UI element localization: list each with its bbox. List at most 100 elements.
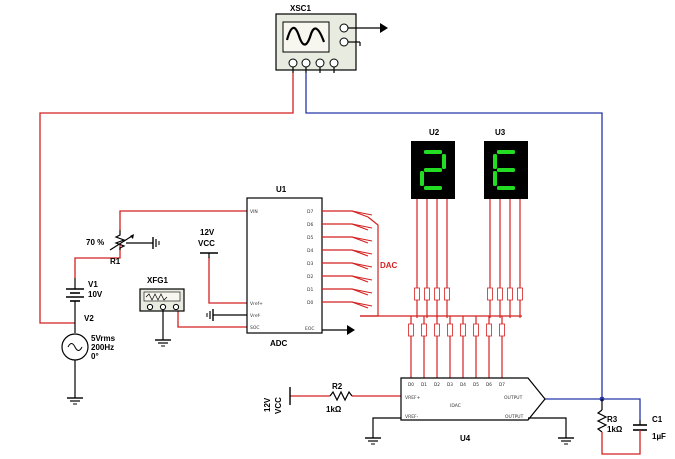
dac-pin-output-2: OUTPUT bbox=[505, 414, 524, 420]
v2-frequency-label: 200Hz bbox=[91, 343, 114, 352]
segment-f bbox=[493, 154, 497, 169]
ac-wave-icon bbox=[67, 343, 83, 351]
adc-u1[interactable]: U1 ADC VIN Vref+ Vref- SOC D7 D6 D5 D4 D… bbox=[246, 185, 355, 348]
bus-resistor-5 bbox=[473, 323, 479, 337]
vref-minus-ground bbox=[206, 309, 247, 321]
oscilloscope-xsc1[interactable]: XSC1 bbox=[275, 4, 357, 73]
vcc-source-adc: 12V VCC bbox=[198, 228, 218, 258]
bus-join-6 bbox=[351, 288, 373, 294]
segment-g bbox=[497, 168, 515, 172]
bus-join-2 bbox=[351, 236, 373, 242]
vcc2-value-label: 12V bbox=[263, 397, 272, 412]
scope-terminal-b[interactable] bbox=[315, 58, 325, 68]
bus-join-0 bbox=[351, 210, 373, 216]
dac-top-pin-1: D1 bbox=[421, 382, 427, 387]
adc-output-labels: D7 D6 D5 D4 D3 D2 D1 D0 EOC bbox=[305, 209, 315, 332]
u2-digit bbox=[420, 150, 446, 190]
dac-top-pin-7: D7 bbox=[499, 382, 505, 387]
dac-pin-output: OUTPUT bbox=[504, 395, 523, 401]
segment-a bbox=[424, 150, 442, 154]
bus-line-1 bbox=[322, 223, 369, 231]
r1-percent-label: 70 % bbox=[86, 238, 104, 247]
dac-center-label: IDAC bbox=[450, 403, 461, 409]
scope-terminal-b-minus[interactable] bbox=[329, 58, 339, 68]
resistor-r3[interactable]: R3 1kΩ bbox=[596, 399, 623, 434]
u3-digit-value: E bbox=[0, 0, 1, 1]
dac-net-label: DAC bbox=[380, 261, 398, 270]
vcc1-net-label: VCC bbox=[198, 239, 215, 248]
bus-join-7 bbox=[351, 301, 373, 307]
capacitor-c1[interactable]: C1 1µF bbox=[633, 415, 666, 441]
scope-terminal-ext[interactable] bbox=[339, 23, 349, 33]
v2-phase-label: 0° bbox=[91, 352, 99, 361]
resistor-r2[interactable]: R2 1kΩ bbox=[326, 382, 353, 414]
r1-ref-label: R1 bbox=[110, 257, 121, 266]
u2-ref-label: U2 bbox=[429, 128, 440, 137]
hex-display-u3[interactable]: U3 E bbox=[0, 0, 528, 199]
dc-source-v1[interactable]: V1 10V bbox=[66, 278, 103, 333]
xfg-terminal-minus[interactable] bbox=[146, 303, 154, 311]
bus-line-2 bbox=[322, 236, 369, 244]
segment-g bbox=[424, 168, 442, 172]
segment-a bbox=[497, 150, 515, 154]
adc-pin-d5: D5 bbox=[307, 235, 313, 241]
bus-join-3 bbox=[351, 249, 373, 255]
segment-d bbox=[497, 186, 515, 190]
c1-ref-label: C1 bbox=[652, 415, 663, 424]
blue-wires bbox=[305, 73, 641, 420]
vcc2-net-label: VCC bbox=[274, 397, 283, 414]
dac-top-pin-4: D4 bbox=[460, 382, 466, 387]
segment-b bbox=[442, 154, 446, 169]
dac-top-pin-6: D6 bbox=[486, 382, 492, 387]
display-resistor-2 bbox=[434, 287, 440, 301]
adc-pin-d0: D0 bbox=[307, 300, 313, 306]
bus-line-4 bbox=[322, 262, 369, 270]
bus-join-4 bbox=[351, 262, 373, 268]
ac-source-v2[interactable]: V2 5Vrms 200Hz 0° bbox=[61, 314, 116, 398]
adc-pin-vref-plus: Vref+ bbox=[250, 301, 263, 307]
waveform-icon bbox=[145, 293, 168, 301]
segment-e bbox=[493, 171, 497, 186]
red-wires bbox=[39, 73, 401, 397]
xfg-terminal-common[interactable] bbox=[159, 303, 167, 311]
adc-pin-vref-minus: Vref- bbox=[250, 313, 261, 319]
ground-v2 bbox=[67, 397, 83, 405]
vcc-source-dac: 12V VCC bbox=[263, 387, 291, 414]
v2-ref-label: V2 bbox=[84, 314, 94, 323]
scope-terminal-a-minus[interactable] bbox=[301, 58, 311, 68]
adc-pin-d7: D7 bbox=[307, 209, 313, 215]
dac-grounds bbox=[365, 417, 574, 445]
r2-ref-label: R2 bbox=[332, 382, 343, 391]
function-generator-xfg1[interactable]: XFG1 bbox=[139, 276, 185, 347]
rc-return-wire bbox=[601, 430, 641, 455]
scope-terminal-a[interactable] bbox=[288, 58, 298, 68]
u1-ref-label: U1 bbox=[276, 185, 287, 194]
adc-pin-eoc: EOC bbox=[305, 326, 315, 332]
bus-line-7 bbox=[322, 301, 369, 309]
bus-join-1 bbox=[351, 223, 373, 229]
hex-display-u2[interactable]: U2 2 bbox=[0, 0, 455, 199]
adc-input-labels: VIN Vref+ Vref- SOC bbox=[250, 209, 263, 331]
bus-line-6 bbox=[322, 288, 369, 296]
dac-top-pin-5: D5 bbox=[473, 382, 479, 387]
bus-resistor-3 bbox=[447, 323, 453, 337]
xfg-terminal-plus[interactable] bbox=[172, 303, 180, 311]
u3-digit bbox=[493, 150, 515, 190]
u4-ref-label: U4 bbox=[460, 434, 471, 443]
r3-ref-label: R3 bbox=[607, 415, 618, 424]
potentiometer-r1[interactable]: 70 % R1 bbox=[86, 230, 160, 266]
adc-pin-d3: D3 bbox=[307, 261, 313, 267]
scope-terminal-trig[interactable] bbox=[339, 37, 349, 47]
bus-resistor-4 bbox=[460, 323, 466, 337]
dac-top-pin-0: D0 bbox=[408, 382, 414, 387]
display-resistor-4 bbox=[487, 287, 493, 301]
sine-wave-icon bbox=[285, 26, 326, 46]
display-resistor-3 bbox=[444, 287, 450, 301]
dac-pin-vref-minus: VREF- bbox=[405, 414, 419, 420]
dac-top-pin-2: D2 bbox=[434, 382, 440, 387]
adc-pin-vin: VIN bbox=[250, 209, 258, 215]
bus-resistor-7 bbox=[499, 323, 505, 337]
bus-join-5 bbox=[351, 275, 373, 281]
